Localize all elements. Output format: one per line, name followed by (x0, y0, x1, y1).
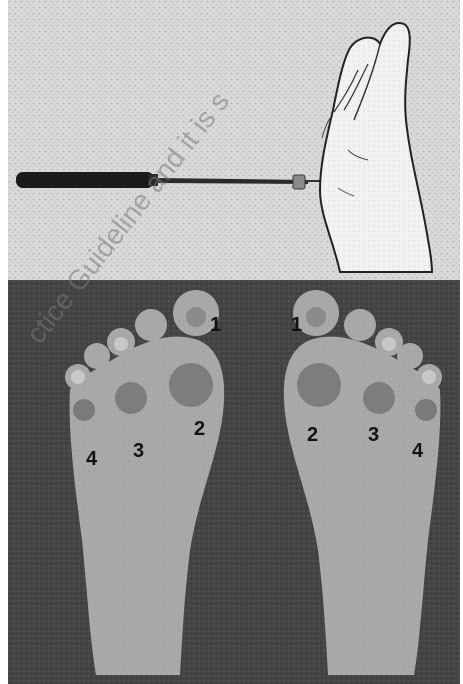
monofilament-illustration-panel (8, 0, 460, 280)
right-site1-icon (306, 307, 326, 327)
left-site1-icon (186, 307, 206, 327)
monofilament-illustration (8, 0, 460, 280)
right-site1-label: 1 (291, 314, 302, 337)
right-site2-icon (297, 363, 341, 407)
right-site3-icon (363, 382, 395, 414)
left-site2-label: 2 (194, 418, 205, 441)
left-site3-icon (115, 382, 147, 414)
left-toe3-pad-icon (114, 337, 128, 351)
right-toe5-pad-icon (422, 370, 436, 384)
left-site2-icon (169, 363, 213, 407)
right-site4-icon (415, 399, 437, 421)
right-site3-label: 3 (368, 424, 379, 447)
test-sites-panel (8, 280, 460, 684)
right-site4-label: 4 (412, 440, 423, 463)
left-site1-label: 1 (210, 314, 221, 337)
right-site2-label: 2 (307, 424, 318, 447)
foot-soles-illustration (8, 280, 460, 684)
left-site4-label: 4 (86, 448, 97, 471)
left-site4-icon (73, 399, 95, 421)
left-site3-label: 3 (133, 440, 144, 463)
left-toe5-pad-icon (71, 370, 85, 384)
right-toe3-pad-icon (382, 337, 396, 351)
